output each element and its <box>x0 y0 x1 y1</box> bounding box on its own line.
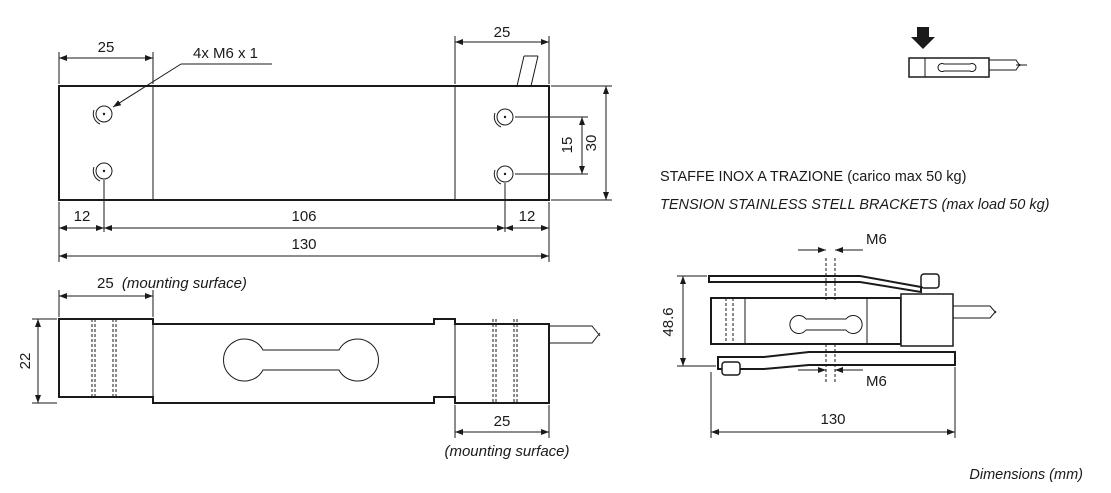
dim-mount-left-note: (mounting surface) <box>122 275 247 292</box>
dim-right-margin: 12 <box>519 208 536 225</box>
dim-center: 106 <box>291 208 316 225</box>
dim-mount-left-value: 25 <box>97 275 114 292</box>
dim-mount-right-note: (mounting surface) <box>444 443 569 460</box>
load-direction-icon <box>908 27 1027 78</box>
side-view: 25 (mounting surface) 22 25 (mounting su… <box>17 275 601 460</box>
top-bracket-plate <box>708 275 922 294</box>
brackets-title-italian: STAFFE INOX A TRAZIONE (carico max 50 kg… <box>660 169 966 185</box>
cable-stub <box>549 325 601 344</box>
bottom-bracket-plate <box>717 351 956 370</box>
dim-mount-right-value: 25 <box>494 413 511 430</box>
load-cell-body <box>710 297 902 345</box>
dim-right-width: 25 <box>494 24 511 41</box>
dim-left-margin: 12 <box>74 208 91 225</box>
dim-left-width: 25 <box>98 39 115 56</box>
top-view: 25 25 4x M6 x 1 15 30 12 106 12 130 <box>58 24 612 262</box>
mounting-hole <box>493 165 514 185</box>
dim-bolt-top: M6 <box>866 231 887 248</box>
strain-gauge-cutout <box>223 338 379 382</box>
units-note: Dimensions (mm) <box>969 467 1083 483</box>
dim-mount-left: 25 (mounting surface) <box>97 275 247 292</box>
dim-bracket-length: 130 <box>820 411 845 428</box>
mounting-hole <box>92 105 113 125</box>
down-arrow-icon <box>911 27 935 49</box>
dim-height: 30 <box>583 135 600 152</box>
tension-bracket-assembly: M6 M6 48.6 130 <box>660 231 997 438</box>
dim-total: 130 <box>291 236 316 253</box>
mounting-hole <box>92 162 113 182</box>
dim-hole-spacing: 15 <box>559 137 576 154</box>
dim-thickness: 22 <box>17 353 34 370</box>
hole-callout: 4x M6 x 1 <box>193 45 258 62</box>
dim-bolt-bottom: M6 <box>866 373 887 390</box>
top-view-body <box>58 85 550 201</box>
dim-bracket-height: 48.6 <box>660 307 677 336</box>
brackets-title-english: TENSION STAINLESS STELL BRACKETS (max lo… <box>660 197 1049 213</box>
mounting-hole <box>493 108 514 128</box>
cable-stub <box>516 55 539 87</box>
side-view-body <box>58 318 550 404</box>
